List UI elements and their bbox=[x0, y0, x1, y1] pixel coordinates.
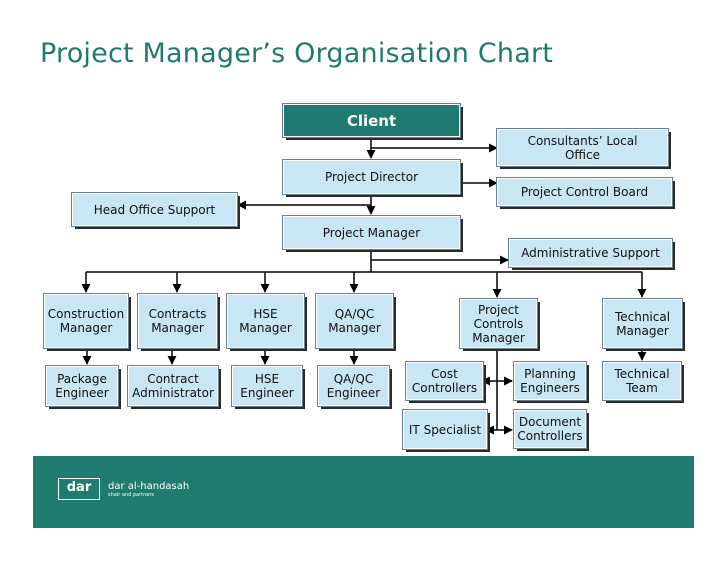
contracts-manager-box: Contracts Manager bbox=[137, 293, 218, 349]
it-specialist-label: IT Specialist bbox=[408, 422, 482, 437]
technical-manager-label: Technical Manager bbox=[614, 309, 671, 338]
package-engineer-box: Package Engineer bbox=[45, 365, 119, 407]
project-director-label: Project Director bbox=[324, 170, 419, 184]
contract-administrator-label: Contract Administrator bbox=[132, 372, 214, 400]
page-title: Project Manager’s Organisation Chart bbox=[40, 38, 554, 69]
footer-bar bbox=[33, 456, 694, 528]
consultants-box: Consultants’ Local Office bbox=[496, 128, 669, 167]
contract-administrator-box: Contract Administrator bbox=[127, 365, 219, 407]
head-office-support-label: Head Office Support bbox=[93, 202, 216, 217]
qaqc-manager-label: QA/QC Manager bbox=[328, 307, 381, 335]
consultants-label: Consultants’ Local Office bbox=[527, 133, 638, 162]
project-control-board-box: Project Control Board bbox=[496, 177, 673, 207]
logo-name: dar al-handasah bbox=[108, 480, 190, 492]
project-controls-manager-box: Project Controls Manager bbox=[459, 298, 538, 349]
hse-manager-label: HSE Manager bbox=[239, 307, 292, 335]
client-label: Client bbox=[346, 111, 397, 130]
technical-manager-box: Technical Manager bbox=[602, 298, 683, 349]
administrative-support-box: Administrative Support bbox=[508, 238, 673, 268]
project-manager-box: Project Manager bbox=[282, 215, 461, 250]
administrative-support-label: Administrative Support bbox=[521, 246, 660, 260]
head-office-support-box: Head Office Support bbox=[71, 192, 238, 227]
construction-manager-box: Construction Manager bbox=[43, 293, 129, 349]
qaqc-engineer-label: QA/QC Engineer bbox=[326, 372, 381, 400]
project-control-board-label: Project Control Board bbox=[520, 185, 649, 199]
logo-subtitle: shair and partners bbox=[108, 491, 155, 498]
document-controllers-label: Document Controllers bbox=[517, 415, 583, 443]
cost-controllers-box: Cost Controllers bbox=[405, 361, 484, 401]
technical-team-label: Technical Team bbox=[614, 367, 670, 395]
hse-engineer-box: HSE Engineer bbox=[231, 365, 303, 407]
project-controls-manager-label: Project Controls Manager bbox=[472, 302, 525, 345]
project-manager-label: Project Manager bbox=[322, 225, 421, 240]
qaqc-manager-box: QA/QC Manager bbox=[315, 293, 394, 349]
package-engineer-label: Package Engineer bbox=[55, 372, 109, 400]
it-specialist-box: IT Specialist bbox=[402, 409, 488, 450]
company-logo: dar dar al-handasah shair and partners bbox=[58, 478, 189, 500]
planning-engineers-box: Planning Engineers bbox=[513, 361, 587, 401]
logo-mark: dar bbox=[58, 478, 100, 500]
project-director-box: Project Director bbox=[282, 159, 461, 195]
qaqc-engineer-box: QA/QC Engineer bbox=[317, 365, 390, 407]
technical-team-box: Technical Team bbox=[602, 361, 682, 401]
planning-engineers-label: Planning Engineers bbox=[520, 367, 580, 395]
client-box: Client bbox=[282, 103, 461, 138]
hse-manager-box: HSE Manager bbox=[226, 293, 305, 349]
cost-controllers-label: Cost Controllers bbox=[411, 367, 478, 395]
document-controllers-box: Document Controllers bbox=[513, 409, 587, 449]
construction-manager-label: Construction Manager bbox=[47, 307, 125, 335]
hse-engineer-label: HSE Engineer bbox=[240, 372, 294, 400]
contracts-manager-label: Contracts Manager bbox=[148, 307, 207, 335]
